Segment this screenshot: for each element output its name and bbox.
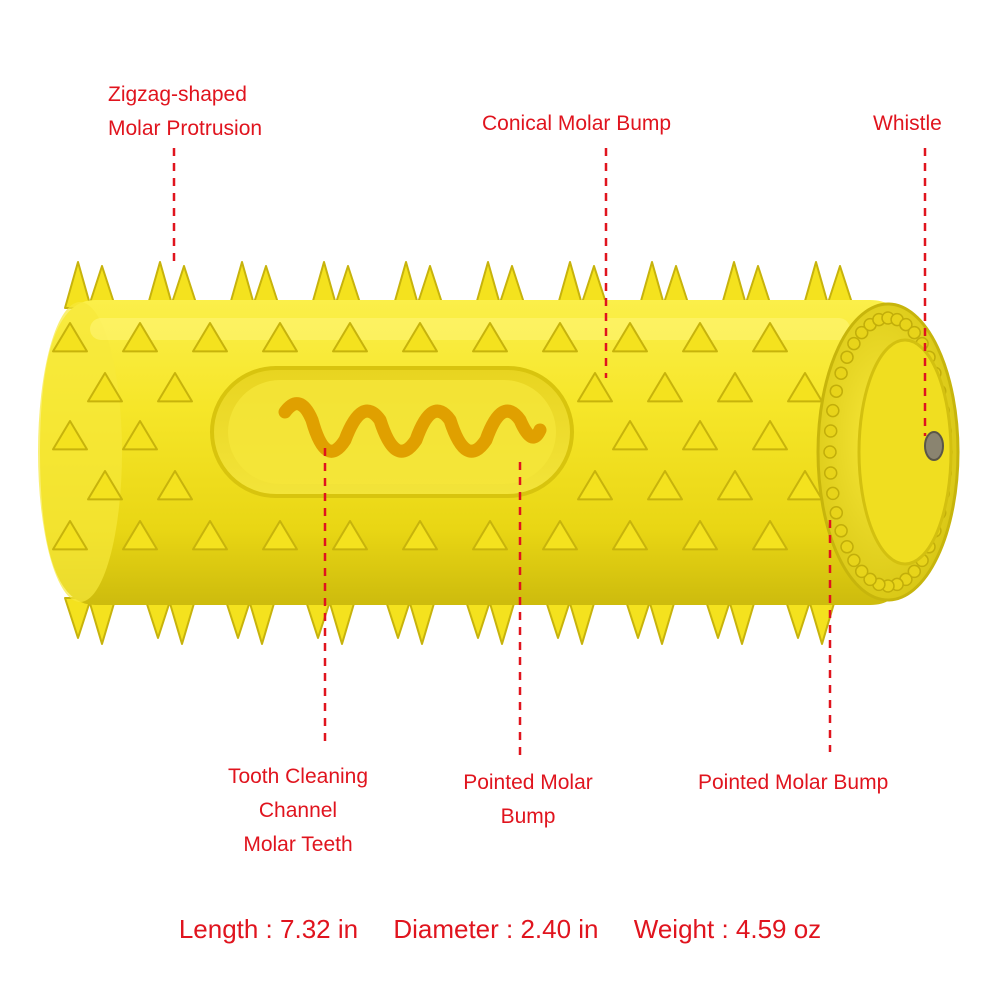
conical-molar-bump — [402, 520, 438, 551]
leader-lines — [172, 148, 927, 755]
pointed-molar-bump — [648, 599, 676, 645]
conical-molar-bump — [542, 322, 578, 353]
conical-molar-bump — [612, 420, 648, 451]
cap-bump — [899, 317, 913, 332]
conical-molar-bump — [332, 322, 368, 353]
conical-molar-bump — [332, 520, 368, 551]
pointed-molar-bump — [248, 599, 276, 645]
conical-molar-bump — [752, 520, 788, 551]
conical-molar-bump — [52, 322, 88, 353]
label-tooth-line3: Molar Teeth — [243, 833, 353, 856]
pointed-molar-bump — [328, 599, 356, 645]
label-tooth-cleaning-channel: Tooth Cleaning Channel Molar Teeth — [198, 760, 398, 862]
cap-bump — [840, 350, 854, 364]
conical-molar-bump — [752, 322, 788, 353]
spec-length: Length : 7.32 in — [178, 914, 359, 944]
conical-molar-bump — [787, 372, 823, 403]
cap-bump — [823, 424, 838, 438]
label-pointed1-line2: Bump — [500, 805, 556, 828]
conical-molar-bump — [122, 420, 158, 451]
conical-molar-bump — [52, 520, 88, 551]
label-pointed-bump-center: Pointed Molar Bump — [440, 766, 616, 834]
cap-bump — [829, 384, 844, 398]
cap-bump — [826, 486, 840, 501]
label-zigzag-line1: Zigzag-shaped — [108, 83, 247, 106]
pointed-molar-bump — [88, 599, 116, 645]
conical-molar-bump — [122, 322, 158, 353]
product-specs: Length : 7.32 in Diameter : 2.40 in Weig… — [0, 914, 1000, 945]
label-tooth-line1: Tooth Cleaning — [227, 765, 369, 788]
conical-molar-bump — [717, 470, 753, 501]
cap-bump — [840, 540, 854, 554]
conical-molar-bump — [612, 322, 648, 353]
pointed-molar-bump — [728, 599, 756, 645]
label-whistle: Whistle — [873, 112, 942, 135]
pointed-molar-bump — [488, 599, 516, 645]
cap-bump — [834, 366, 848, 380]
conical-molar-bump — [87, 470, 123, 501]
conical-molar-bump — [577, 470, 613, 501]
conical-molar-bump — [52, 420, 88, 451]
pointed-molar-bump — [408, 599, 436, 645]
conical-molar-bump — [717, 372, 753, 403]
conical-molar-bump — [192, 322, 228, 353]
conical-molar-bump — [472, 520, 508, 551]
zigzag-molar-teeth — [278, 397, 547, 458]
molar-protrusions-front — [52, 322, 823, 551]
cap-bump — [854, 564, 869, 579]
pointed-molar-bump — [568, 599, 596, 645]
conical-molar-bump — [682, 420, 718, 451]
conical-molar-bump — [647, 372, 683, 403]
cap-bump — [847, 553, 861, 568]
cap-bump — [907, 564, 922, 579]
conical-molar-bump — [577, 372, 613, 403]
conical-molar-bump — [647, 470, 683, 501]
conical-molar-bump — [122, 520, 158, 551]
toy-left-end — [38, 302, 122, 602]
label-zigzag-line2: Molar Protrusion — [108, 117, 263, 140]
cap-bump — [826, 403, 840, 418]
cap-bump — [907, 325, 922, 340]
conical-molar-bump — [472, 322, 508, 353]
label-tooth-line2: Channel — [258, 799, 338, 822]
conical-molar-bump — [262, 322, 298, 353]
conical-molar-bump — [542, 520, 578, 551]
cap-bump — [863, 572, 877, 587]
label-conical-bump: Conical Molar Bump — [482, 112, 672, 135]
spec-weight: Weight : 4.59 oz — [633, 914, 822, 944]
whistle-cap-face — [857, 338, 953, 566]
conical-molar-bump — [157, 470, 193, 501]
molar-protrusions-back — [64, 261, 854, 645]
conical-molar-bump — [752, 420, 788, 451]
cap-bump — [823, 445, 837, 459]
cap-bump — [823, 466, 838, 480]
conical-molar-bump — [157, 372, 193, 403]
cap-bump — [854, 325, 869, 340]
cap-bump — [834, 524, 848, 538]
cap-bump — [847, 336, 861, 351]
pointed-molar-bump — [168, 599, 196, 645]
conical-molar-bump — [787, 470, 823, 501]
conical-molar-bump — [262, 520, 298, 551]
pointed-molar-bump — [808, 599, 836, 645]
conical-molar-bump — [87, 372, 123, 403]
spec-diameter: Diameter : 2.40 in — [393, 914, 599, 944]
conical-molar-bump — [402, 322, 438, 353]
conical-molar-bump — [682, 520, 718, 551]
label-pointed-bump-right: Pointed Molar Bump — [698, 771, 889, 794]
label-pointed1-line1: Pointed Molar — [463, 771, 593, 794]
channel-inner — [228, 380, 556, 484]
whistle-hole-icon — [924, 431, 944, 461]
conical-molar-bump — [682, 322, 718, 353]
label-zigzag-protrusion: Zigzag-shaped Molar Protrusion — [108, 78, 262, 146]
dog-chew-toy — [38, 261, 960, 645]
conical-molar-bump — [612, 520, 648, 551]
conical-molar-bump — [192, 520, 228, 551]
cap-bump — [829, 506, 844, 520]
